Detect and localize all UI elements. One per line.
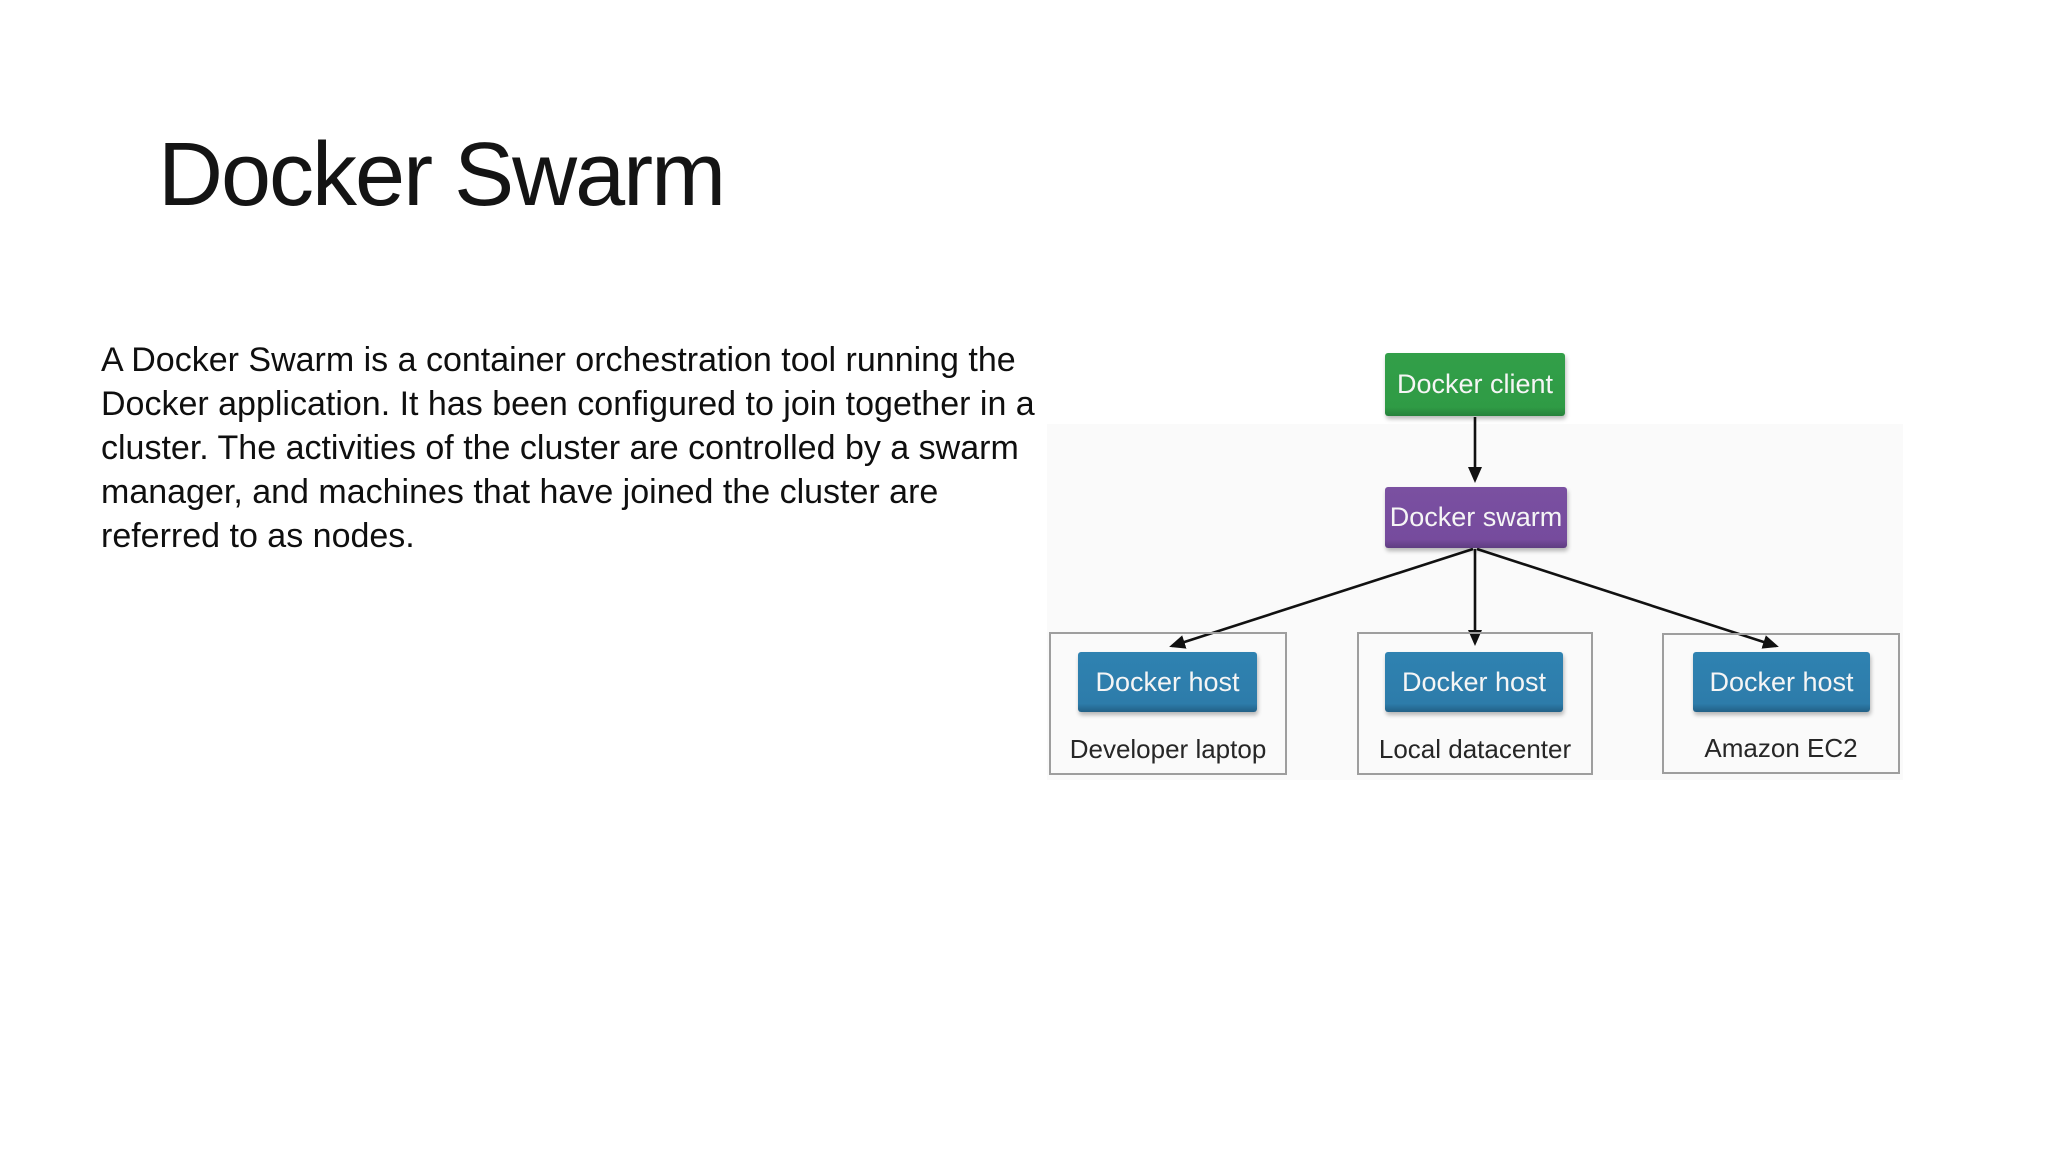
docker-swarm-node: Docker swarm xyxy=(1385,487,1567,548)
slide-title: Docker Swarm xyxy=(158,125,726,225)
arrow-swarm-to-host1 xyxy=(1169,547,1474,649)
host-group-developer-laptop: Developer laptop xyxy=(1049,632,1287,775)
docker-host-node-1: Docker host xyxy=(1078,652,1257,712)
group-label-developer-laptop: Developer laptop xyxy=(1069,734,1267,764)
docker-host-node-2: Docker host xyxy=(1385,652,1563,712)
flow-arrows xyxy=(1169,417,1779,649)
host-group-local-datacenter: Local datacenter xyxy=(1357,632,1593,775)
docker-host-node-3: Docker host xyxy=(1693,652,1870,712)
arrow-swarm-to-host3 xyxy=(1476,547,1779,649)
group-label-amazon-ec2: Amazon EC2 xyxy=(1704,733,1858,763)
group-label-local-datacenter: Local datacenter xyxy=(1378,734,1572,764)
host-group-amazon-ec2: Amazon EC2 xyxy=(1662,633,1900,774)
body-paragraph: A Docker Swarm is a container orchestrat… xyxy=(101,341,1035,555)
docker-client-node: Docker client xyxy=(1385,353,1565,416)
